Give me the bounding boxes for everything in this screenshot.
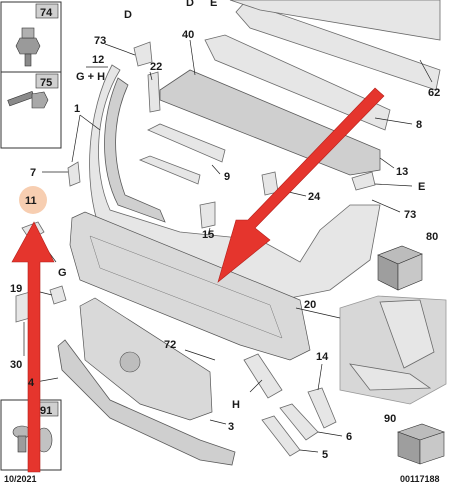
label-74: 74 <box>40 7 53 19</box>
screw-74-icon <box>15 27 41 67</box>
label-D: D <box>124 9 132 21</box>
label-20: 20 <box>304 299 316 311</box>
trim-box <box>339 295 447 405</box>
label-24: 24 <box>308 191 321 203</box>
label-73-top: 73 <box>94 35 106 47</box>
emblem-icon <box>119 351 141 373</box>
label-75: 75 <box>40 77 52 89</box>
lower-grille-panel <box>69 211 311 361</box>
label-4: 4 <box>28 377 35 389</box>
label-6: 6 <box>346 431 352 443</box>
label-15: 15 <box>202 229 214 241</box>
label-G: G <box>58 267 67 279</box>
label-90: 90 <box>384 413 396 425</box>
highlight-marker <box>19 186 47 214</box>
label-40: 40 <box>182 29 194 41</box>
label-1: 1 <box>74 103 80 115</box>
arrow-to-bracket-icon <box>11 221 55 473</box>
label-9: 9 <box>224 171 230 183</box>
label-91: 91 <box>40 405 52 417</box>
label-73: 73 <box>404 209 416 221</box>
date-stamp: 10/2021 <box>4 474 37 484</box>
screw-inset-box <box>0 1 62 149</box>
label-8: 8 <box>416 119 422 131</box>
label-72: 72 <box>164 339 176 351</box>
label-80: 80 <box>426 231 438 243</box>
front-grille <box>57 297 236 466</box>
cube-90-icon <box>397 423 445 465</box>
label-top-D: D <box>186 0 194 9</box>
label-62: 62 <box>428 87 440 99</box>
reference-number: 00117188 <box>400 474 440 484</box>
small-parts <box>15 41 376 457</box>
label-14: 14 <box>316 351 329 363</box>
label-22: 22 <box>150 61 162 73</box>
label-13: 13 <box>396 166 408 178</box>
label-30: 30 <box>10 359 22 371</box>
arrow-to-grille-icon <box>217 87 385 283</box>
label-E: E <box>418 181 425 193</box>
label-5: 5 <box>322 449 328 461</box>
label-12: 12 <box>92 54 104 66</box>
label-19: 19 <box>10 283 22 295</box>
label-H: H <box>232 399 240 411</box>
label-top-E: E <box>210 0 217 9</box>
label-7: 7 <box>30 167 36 179</box>
screw-75-icon <box>7 91 49 109</box>
label-3: 3 <box>228 421 234 433</box>
label-G-H: G + H <box>76 71 105 83</box>
cube-80-icon <box>377 245 423 291</box>
label-11: 11 <box>25 195 37 207</box>
